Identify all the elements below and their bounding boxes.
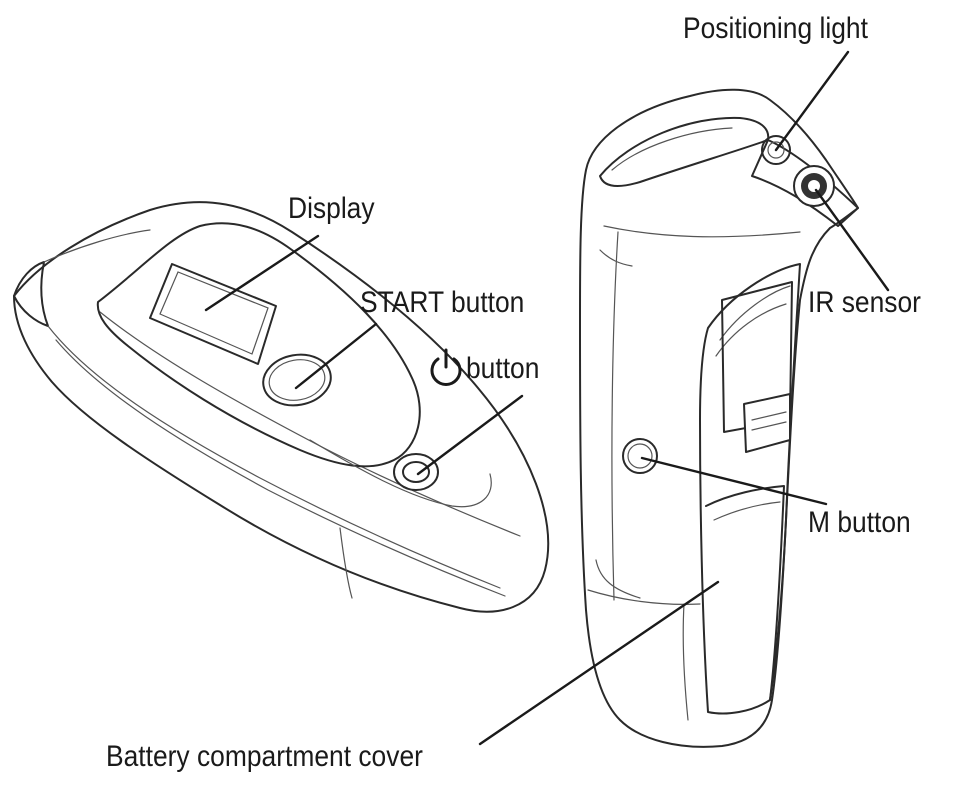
leader-lines [204, 50, 890, 746]
leader-battery-cover [478, 580, 720, 746]
leader-power-button [416, 394, 524, 476]
leader-m-button [640, 456, 828, 506]
thermometer-front-view [13, 201, 550, 613]
leader-positioning-light [774, 50, 850, 152]
label-ir-sensor: IR sensor [808, 286, 921, 319]
m-button-shape [622, 438, 658, 474]
label-display: Display [288, 192, 375, 225]
label-m-button: M button [808, 506, 911, 539]
display-window [149, 263, 277, 365]
thermometer-side-view [579, 88, 859, 748]
leader-display [204, 234, 320, 312]
leader-ir-sensor [814, 188, 890, 292]
label-positioning-light: Positioning light [683, 12, 868, 45]
label-battery-cover: Battery compartment cover [106, 740, 423, 773]
power-button-shape [393, 453, 439, 491]
start-button-shape [262, 353, 332, 407]
label-power-button: button [466, 352, 540, 385]
label-start-button: START button [360, 286, 525, 319]
leader-start-button [294, 322, 378, 390]
positioning-light-shape [761, 135, 791, 165]
power-icon [430, 348, 462, 386]
